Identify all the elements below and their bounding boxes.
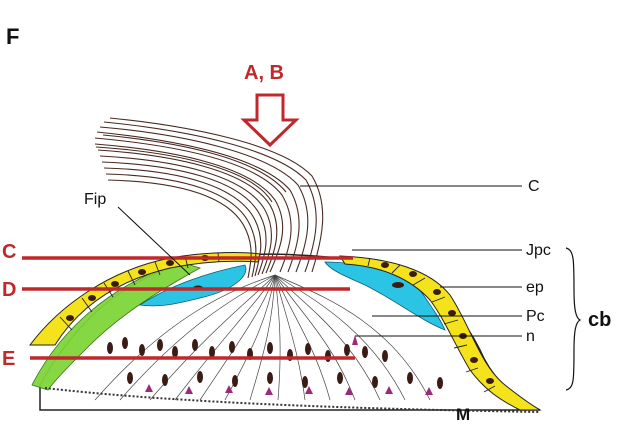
view-direction-label: A, B	[244, 62, 284, 84]
label-m: M	[456, 405, 470, 424]
tissue-body	[30, 253, 540, 412]
panel-label: F	[6, 24, 19, 49]
view-arrow-icon	[244, 95, 296, 145]
label-c: C	[528, 178, 540, 195]
label-cb: cb	[588, 309, 611, 331]
label-jpc: Jpc	[526, 242, 551, 259]
section-label-c: C	[2, 241, 16, 263]
label-pc: Pc	[526, 308, 545, 325]
cb-brace	[566, 248, 580, 390]
label-ep: ep	[526, 279, 544, 296]
section-label-d: D	[2, 279, 16, 301]
label-n: n	[526, 328, 535, 345]
section-label-e: E	[2, 348, 15, 370]
label-fip: Fip	[84, 191, 106, 208]
